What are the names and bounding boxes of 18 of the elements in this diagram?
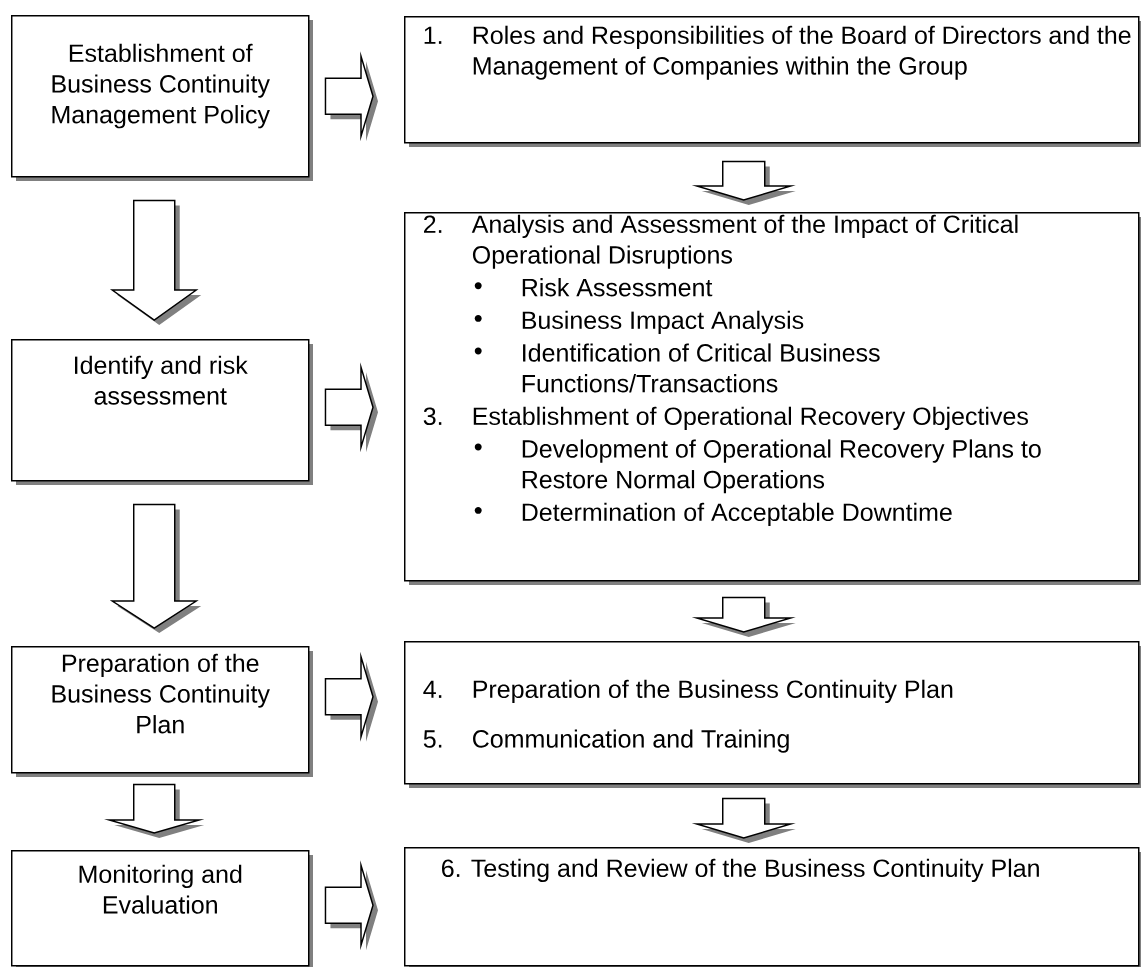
block-arrow: [109, 199, 202, 325]
block-arrow: [691, 797, 796, 843]
block-arrow: [104, 783, 205, 838]
block-arrow: [691, 596, 796, 637]
process-box: 1. Roles and Responsibilities of the Board of Directors and the Management of Companies within the Group: [404, 16, 1141, 147]
process-box: Identify and risk assessment: [11, 339, 313, 485]
process-box: Establishment of Business Continuity Management Policy: [11, 15, 313, 181]
block-arrow: [324, 51, 378, 142]
process-box: 2. Analysis and Assessment of the Impact of Critical Operational Disruptions Risk Assessment Business Impact Analysis Identification of Critical Business Functions/Transactions 3. Establishment of Operational Recovery Objectives Development of Operational Recovery Plans to Restore Normal Operations Determination of Acceptable Downtime: [404, 212, 1141, 585]
block-arrow: [324, 860, 378, 951]
process-box: Monitoring and Evaluation: [11, 850, 313, 967]
process-box: Preparation of the Business Continuity Plan: [11, 646, 313, 777]
block-arrow: [109, 503, 202, 633]
block-arrow: [324, 362, 378, 453]
process-box: 6. Testing and Review of the Business Continuity Plan: [404, 847, 1141, 967]
block-arrow: [324, 651, 378, 742]
process-box: 4. Preparation of the Business Continuity Plan 5. Communication and Training: [404, 641, 1141, 788]
block-arrow: [691, 160, 796, 205]
